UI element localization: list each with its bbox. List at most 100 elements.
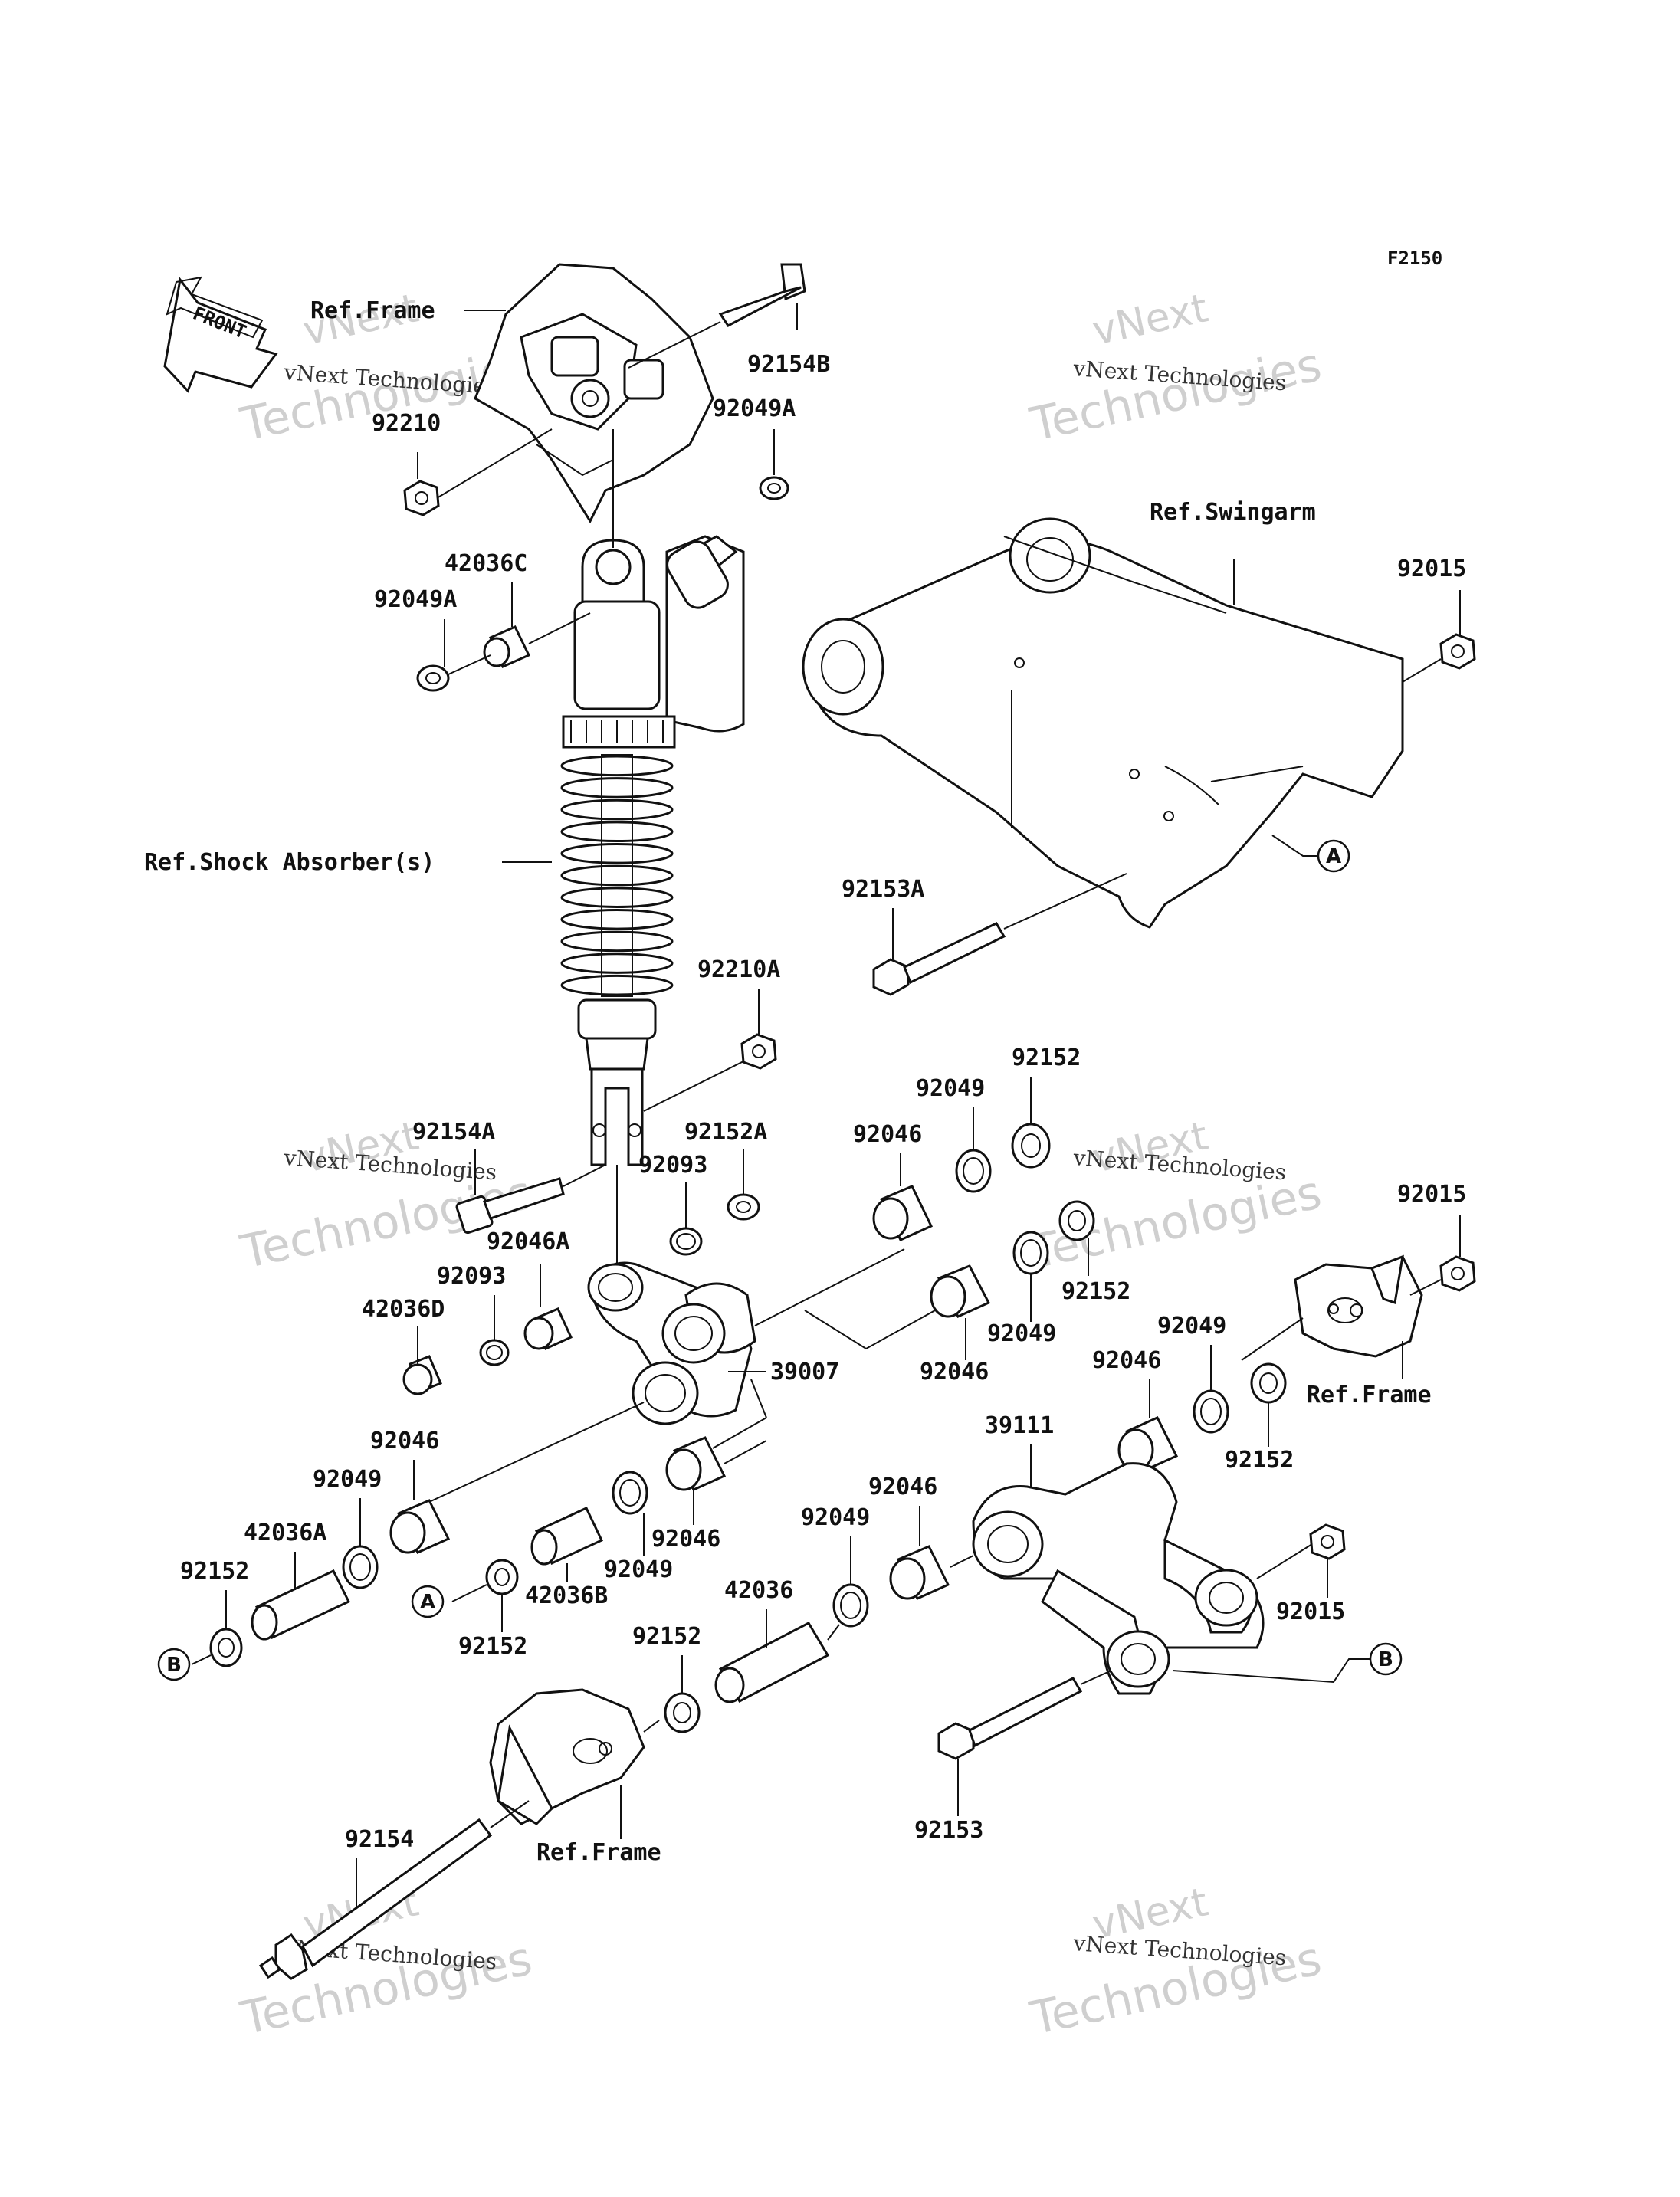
watermark-bottom-right: vNext Technologies vNext Technologies — [1025, 1879, 1327, 2045]
washer-92152-b — [1058, 1200, 1095, 1241]
axis-frame-bottom — [643, 1720, 660, 1733]
axis-92015-top — [1402, 658, 1442, 683]
axis-39007-d — [428, 1402, 645, 1503]
svg-text:B: B — [166, 1654, 182, 1677]
spring-coil — [560, 777, 674, 798]
frame-bracket-right — [1294, 1254, 1423, 1358]
bearing-92046-c — [1117, 1416, 1179, 1471]
washer-92049A-top — [759, 476, 789, 500]
shock-absorber — [560, 535, 745, 1166]
seal-92049-c — [1193, 1389, 1229, 1434]
swingarm — [802, 517, 1404, 929]
part-label: 92046 — [1092, 1347, 1161, 1374]
part-label: 92152 — [1225, 1447, 1294, 1474]
bearing-92046-e — [389, 1499, 451, 1554]
washer-92152-e — [485, 1559, 519, 1595]
part-label: 92210 — [372, 410, 441, 437]
bolt-92154B — [718, 263, 806, 327]
part-label: 92210A — [697, 956, 780, 983]
part-label: 92046 — [651, 1526, 720, 1553]
washer-92152-c — [1250, 1362, 1287, 1404]
part-label: 92152 — [632, 1623, 701, 1650]
washer-92049A-left — [416, 664, 450, 692]
svg-text:vNext: vNext — [1088, 285, 1212, 354]
axis-92154 — [490, 1800, 530, 1828]
nut-92015-bottom — [1309, 1523, 1346, 1560]
svg-text:B: B — [1378, 1648, 1393, 1671]
spring-coil — [560, 821, 674, 843]
part-label: 92049 — [987, 1320, 1056, 1347]
collar-42036B — [530, 1507, 604, 1566]
part-label: 92049 — [801, 1504, 870, 1531]
svg-text:A: A — [1326, 845, 1341, 868]
axis-92154B — [628, 321, 721, 369]
rocker-arm-39007 — [587, 1261, 756, 1425]
bolt-92154 — [258, 1818, 493, 1980]
bearing-92046-a — [872, 1185, 934, 1241]
bolt-92153A — [872, 922, 1006, 996]
ref-frame-top-label: Ref.Frame — [310, 297, 435, 324]
bolt-92154A — [455, 1177, 565, 1235]
callout-A-left: A — [411, 1585, 445, 1618]
part-label: 42036B — [525, 1582, 608, 1609]
bolt-92153 — [937, 1677, 1083, 1760]
spring-coil — [560, 864, 674, 887]
washer-92152-f — [664, 1692, 701, 1733]
part-label: 92049A — [374, 586, 457, 613]
spring-coil — [560, 887, 674, 908]
axis-92210A — [643, 1061, 744, 1112]
part-label: 92093 — [638, 1152, 707, 1179]
bearing-92046-b — [930, 1264, 991, 1318]
axis-42036C — [528, 612, 591, 644]
part-label: 39007 — [770, 1359, 839, 1385]
callout-B-right: B — [1369, 1642, 1403, 1676]
spring-coil — [560, 930, 674, 953]
part-label: 92049 — [1157, 1313, 1226, 1340]
nut-92015-top — [1439, 633, 1476, 670]
callout-A-right: A — [1317, 839, 1350, 873]
ref-shock-label: Ref.Shock Absorber(s) — [144, 849, 435, 876]
nut-92210 — [403, 480, 440, 516]
axis-92153A — [1003, 873, 1127, 930]
part-label: 92152 — [1061, 1278, 1130, 1305]
axis-92152-d — [191, 1654, 212, 1665]
axis-92154A — [563, 1164, 606, 1187]
seal-92093-upper — [669, 1227, 703, 1256]
frame-bracket-top — [474, 263, 714, 524]
part-label: 92049A — [713, 395, 796, 422]
axis-39007-c — [712, 1417, 767, 1449]
part-label: 92049 — [604, 1556, 673, 1583]
seal-92093-lower — [479, 1339, 510, 1366]
bearing-92046-d — [889, 1545, 950, 1600]
watermark-top-right: vNext Technologies vNext Technologies — [1025, 285, 1327, 451]
front-arrow-icon: FRONT — [163, 276, 278, 393]
part-label: 42036A — [244, 1520, 326, 1546]
collar-42036D — [402, 1355, 442, 1395]
part-label: 92154A — [412, 1119, 495, 1146]
collar-42036C — [483, 625, 531, 668]
spring-coil — [560, 908, 674, 930]
watermark-mid-right: vNext Technologies vNext Technologies — [1025, 1113, 1327, 1279]
axis-92046-f — [724, 1440, 767, 1464]
seal-92049-e — [342, 1545, 379, 1589]
ref-frame-right-label: Ref.Frame — [1307, 1382, 1432, 1408]
nut-92015-mid — [1439, 1255, 1476, 1292]
bearing-92046-f — [665, 1436, 727, 1491]
axis-42036 — [827, 1624, 840, 1641]
ref-frame-bottom-label: Ref.Frame — [536, 1839, 661, 1866]
collar-42036A — [251, 1569, 351, 1641]
part-label: 42036C — [445, 550, 527, 577]
spring-coil — [560, 798, 674, 821]
axis-92046-d — [950, 1555, 974, 1568]
part-label: 92015 — [1276, 1599, 1345, 1625]
axis-92015-mid — [1409, 1279, 1442, 1296]
svg-text:A: A — [420, 1591, 435, 1614]
axis-92152-e — [451, 1584, 487, 1602]
part-label: 92152 — [180, 1558, 249, 1585]
axis-92049A-left — [448, 654, 491, 675]
callout-B-left: B — [157, 1648, 191, 1681]
axis-39007-b — [750, 1379, 767, 1418]
part-label: 42036 — [724, 1577, 793, 1604]
washer-92152-a — [1011, 1123, 1051, 1169]
seal-92049-b — [1012, 1231, 1049, 1275]
